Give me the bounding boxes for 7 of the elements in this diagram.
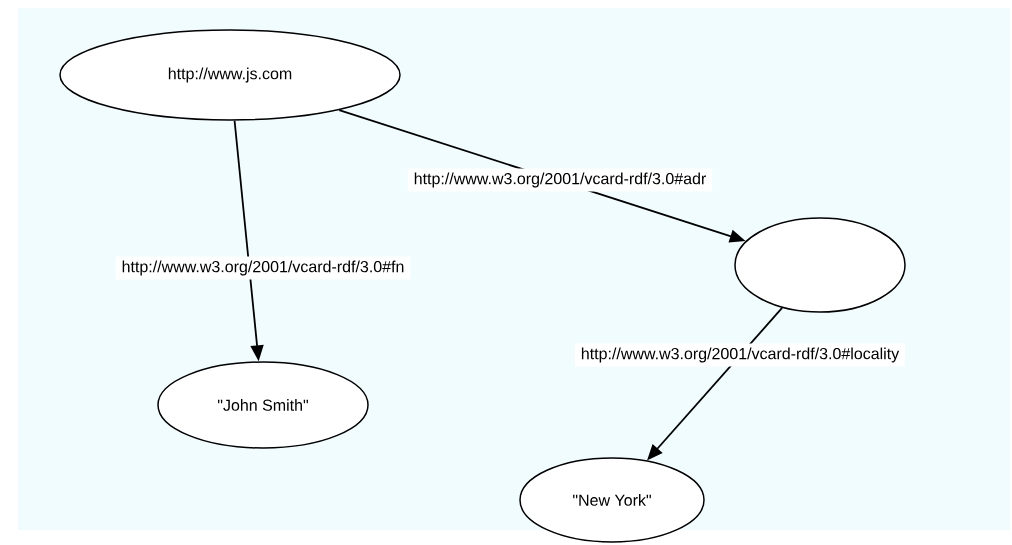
edge-label: http://www.w3.org/2001/vcard-rdf/3.0#fn [115, 256, 411, 280]
ellipse-node: "New York" [519, 457, 705, 543]
edge-label: http://www.w3.org/2001/vcard-rdf/3.0#adr [407, 168, 713, 192]
ellipse-node: http://www.js.com [59, 29, 401, 121]
ellipse-node [734, 217, 906, 313]
edge-label: http://www.w3.org/2001/vcard-rdf/3.0#locality [574, 343, 906, 367]
ellipse-node: "John Smith" [157, 361, 369, 449]
